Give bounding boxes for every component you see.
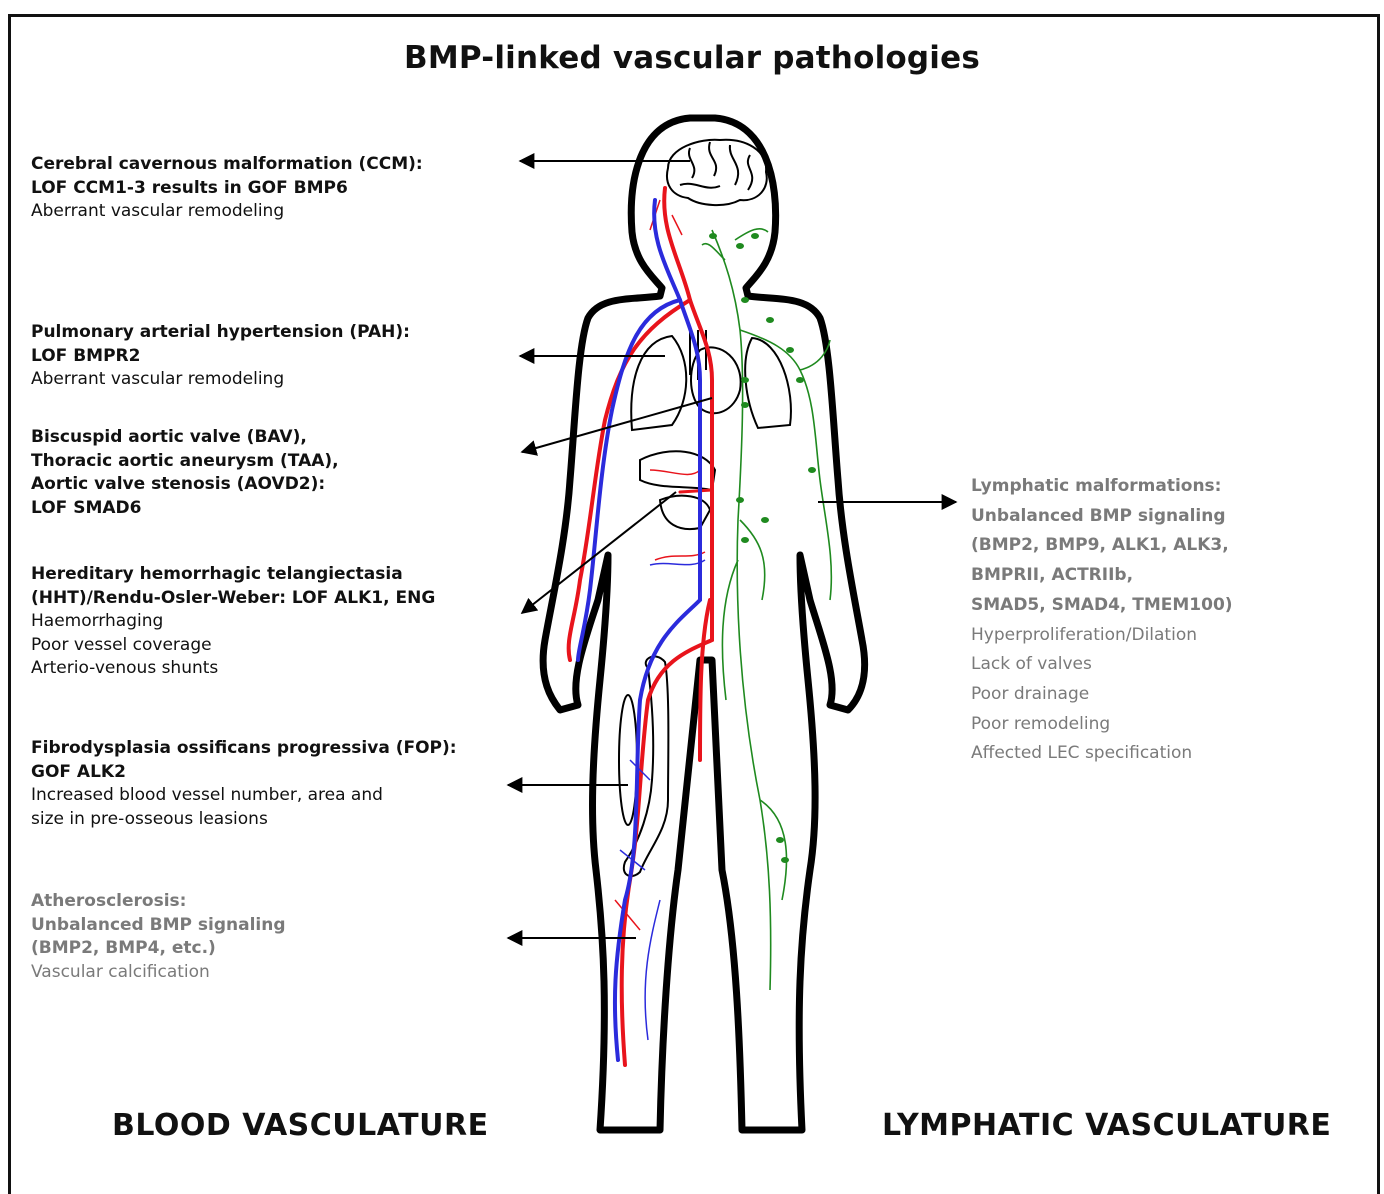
veins	[578, 200, 700, 1060]
brain-icon	[667, 140, 767, 205]
pointer-arrows	[508, 161, 956, 938]
lymph-nodes	[709, 233, 816, 863]
femur-bone	[624, 656, 669, 876]
